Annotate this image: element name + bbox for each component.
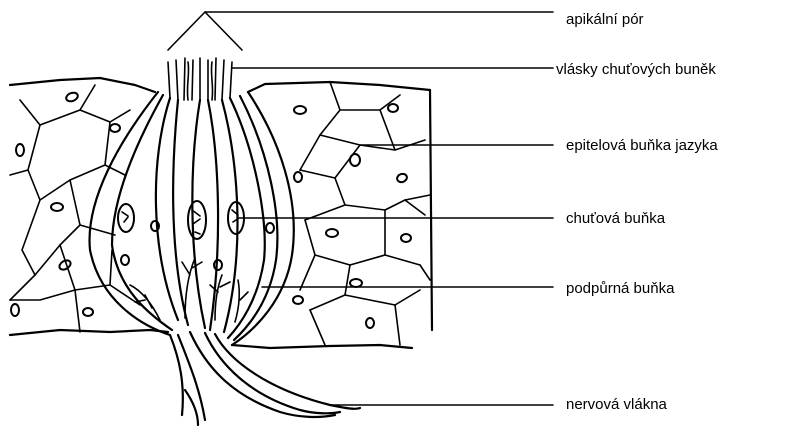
epithelium-right-cell-walls [300,82,430,345]
label-taste-hairs: vlásky chuťových buněk [556,61,716,78]
label-supporting-cell: podpůrná buňka [566,280,675,297]
epithelium-right-base [232,345,412,348]
apical-pore-marker [168,12,242,50]
label-taste-cell: chuťová buňka [566,210,666,227]
epithelium-right-edge [430,90,432,330]
label-epithelial-cell: epitelová buňka jazyka [566,137,718,154]
label-apical-pore: apikální pór [566,11,644,28]
epithelium-left-base [10,330,168,335]
taste-bud [90,58,294,345]
epithelium-right-nuclei [293,104,411,328]
taste-cell-nuclei [118,201,274,270]
label-nerve-fibers: nervová vlákna [566,396,668,413]
taste-hairs [168,58,232,100]
epithelium-left-surface [10,78,155,92]
epithelium-right-surface [248,82,430,92]
